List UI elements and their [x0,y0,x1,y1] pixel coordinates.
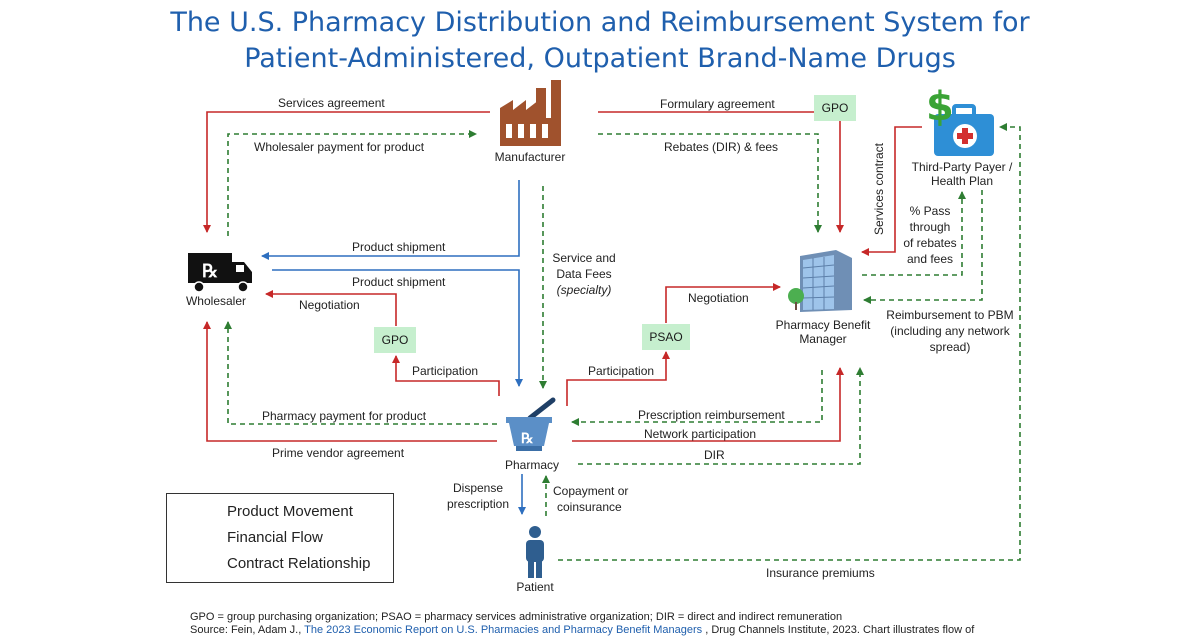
payer-label-line-2: Health Plan [930,174,994,188]
legend-contract-label: Contract Relationship [227,555,371,572]
product-shipment-label-2: Product shipment [352,275,446,289]
arrow-participation-right [566,351,670,406]
dispense-line-2: prescription [446,497,510,511]
participation-right-label: Participation [588,364,655,378]
building-icon [788,250,852,312]
psao-box: PSAO [642,324,690,350]
arrow-reimbursement-to-pbm [863,190,983,304]
arrow-prime-vendor [203,321,497,442]
arrow-insurance-premiums [558,123,1021,561]
wholesaler-label: Wholesaler [185,294,247,308]
wholesaler-payment-label: Wholesaler payment for product [254,140,425,154]
dispense-line-1: Dispense [452,481,504,495]
services-contract-text: Services contract [872,142,886,236]
arrow-pharmacy-payment [224,321,497,425]
arrow-services-contract [861,126,922,256]
prime-vendor-label: Prime vendor agreement [272,446,405,460]
gpo-box-middle: GPO [374,327,416,353]
pass-through-line-4: and fees [906,252,954,266]
product-shipment-label-1: Product shipment [352,240,446,254]
arrow-product-shipment-1 [261,180,520,260]
arrow-pass-through [862,191,966,276]
truck-icon: ℞ [188,253,252,293]
services-agreement-label: Services agreement [278,96,385,110]
footer-source-suffix: , Drug Channels Institute, 2023. Chart i… [705,624,975,636]
services-contract-label: Services contract [871,140,887,240]
svg-text:℞: ℞ [202,261,218,282]
legend-product-label: Product Movement [227,503,353,520]
arrow-dir [578,367,864,465]
copay-line-2: coinsurance [557,500,622,514]
arrow-wholesaler-payment [227,130,477,236]
pharmacy-label: Pharmacy [504,458,560,472]
legend: Product Movement Financial Flow Contract… [166,493,394,583]
medical-bag-icon: $ [926,84,994,156]
arrow-services-agreement [203,111,490,233]
svg-text:℞: ℞ [521,431,534,447]
patient-label: Patient [516,580,554,594]
footer-source-prefix: Source: Fein, Adam J., [190,624,302,636]
reimbursement-pbm-line-3: spread) [929,340,971,354]
reimbursement-pbm-line-1: Reimbursement to PBM [886,308,1014,322]
service-fees-line-3: (specialty) [556,283,612,297]
copay-line-1: Copayment or [553,484,629,498]
patient-icon [526,526,544,578]
footer-definitions: GPO = group purchasing organization; PSA… [190,611,843,623]
service-fees-line-1: Service and [552,251,616,265]
negotiation-right-label: Negotiation [688,291,749,305]
gpo-box-top: GPO [814,95,856,121]
pass-through-line-1: % Pass [909,204,951,218]
dir-label: DIR [704,448,725,462]
mortar-pestle-icon: ℞ [506,397,556,451]
arrow-participation-left [392,355,500,396]
rebates-label: Rebates (DIR) & fees [664,140,779,154]
insurance-premiums-label: Insurance premiums [766,566,875,580]
factory-icon [500,80,561,146]
participation-left-label: Participation [412,364,479,378]
manufacturer-label: Manufacturer [494,150,566,164]
page-title-line-1: The U.S. Pharmacy Distribution and Reimb… [170,7,1030,38]
arrow-formulary-agreement [598,111,844,233]
arrow-network-participation [572,367,844,442]
pbm-label-line-1: Pharmacy Benefit [775,318,871,332]
svg-text:$: $ [926,84,954,130]
service-fees-line-2: Data Fees [556,267,612,281]
legend-financial-label: Financial Flow [227,529,323,546]
arrow-product-shipment-2 [272,269,523,387]
arrow-prescription-reimbursement [571,370,823,426]
pass-through-line-2: through [909,220,951,234]
arrow-negotiation-left [265,290,397,326]
formulary-agreement-label: Formulary agreement [660,97,775,111]
page-title-line-2: Patient-Administered, Outpatient Brand-N… [244,43,956,74]
footer-source: Source: Fein, Adam J., The 2023 Economic… [190,624,974,636]
footer-source-link[interactable]: The 2023 Economic Report on U.S. Pharmac… [304,624,703,636]
reimbursement-pbm-line-2: (including any network [890,324,1010,338]
network-participation-label: Network participation [644,427,757,441]
negotiation-left-label: Negotiation [299,298,360,312]
arrow-rebates [598,133,822,233]
pass-through-line-3: of rebates [903,236,957,250]
pbm-label-line-2: Manager [799,332,847,346]
payer-label-line-1: Third-Party Payer / [911,160,1013,174]
pharmacy-payment-label: Pharmacy payment for product [262,409,427,423]
arrow-negotiation-right [665,283,781,323]
prescription-reimbursement-label: Prescription reimbursement [638,408,785,422]
